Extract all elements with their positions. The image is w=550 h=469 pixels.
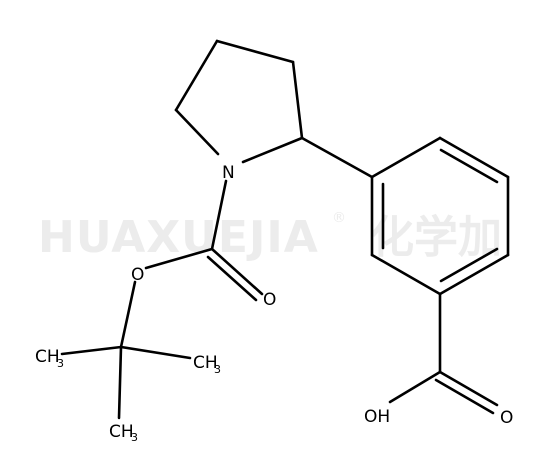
watermark-registered-mark: ® [332, 210, 346, 226]
bond-c3-c2 [291, 60, 304, 140]
bond-ar-inner-2 [439, 247, 499, 283]
bond-ar-1-2 [370, 136, 442, 179]
bond-c2-n [241, 136, 304, 164]
bond-c5-c4 [174, 39, 219, 112]
atom-ester-oxygen: O [131, 265, 144, 285]
methyl-right-main: CH [193, 353, 218, 373]
bond-o-tbu [119, 280, 137, 349]
bond-tbu-ch3-bottom [117, 345, 123, 420]
bond-n-carbamate-c [210, 179, 228, 251]
bond-ar-4-5 [438, 253, 510, 296]
bond-carbamate-co-2 [206, 255, 258, 302]
bond-c4-c3 [215, 39, 295, 64]
bond-carbamate-co-1 [210, 247, 264, 296]
methyl-left: CH 3 [35, 347, 64, 370]
methyl-bottom: CH 3 [109, 422, 138, 444]
methyl-left-sub: 3 [57, 357, 64, 370]
watermark: HUAXUEJIA ® 化学加 [38, 210, 502, 263]
methyl-right-sub: 3 [214, 363, 221, 376]
bond-ar-inner-1 [439, 148, 499, 184]
watermark-latin: HUAXUEJIA [38, 212, 319, 263]
watermark-chinese: 化学加 [370, 212, 502, 263]
bond-c2-aryl [300, 136, 374, 179]
bond-carbamate-c-o [144, 247, 214, 270]
atom-acid-hydroxyl: OH [364, 407, 390, 427]
atom-nitrogen: N [222, 163, 235, 183]
bonds [60, 39, 510, 420]
bond-cooh-oh [388, 370, 442, 404]
atom-labels: N O O OH O CH 3 CH 3 CH 3 [35, 163, 513, 444]
bond-tbu-ch3-right [119, 345, 192, 360]
methyl-right: CH 3 [193, 353, 221, 376]
bond-ar-5-6 [370, 253, 442, 296]
methyl-left-main: CH [35, 347, 60, 367]
atom-carbonyl-oxygen: O [263, 290, 276, 310]
methyl-bottom-sub: 3 [131, 431, 138, 444]
bond-ar-2-3 [438, 136, 510, 179]
methyl-bottom-main: CH [109, 422, 134, 442]
bond-n-c5 [174, 108, 220, 156]
bond-tbu-ch3-left [60, 345, 123, 356]
atom-acid-carbonyl-oxygen: O [500, 408, 513, 428]
bond-cooh-co-1 [438, 370, 499, 407]
bond-cooh-co-2 [434, 378, 495, 415]
